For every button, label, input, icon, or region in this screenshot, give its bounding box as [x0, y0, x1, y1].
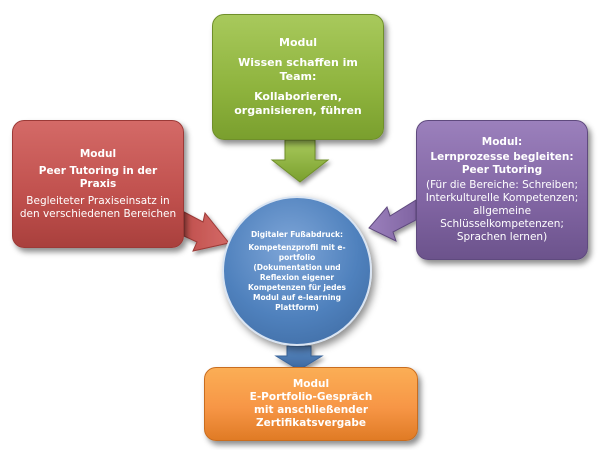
module-team-knowledge: Modul Wissen schaffen im Team: Kollabori…: [212, 14, 384, 140]
module-eportfolio-interview: Modul E-Portfolio-Gespräch mit anschließ…: [204, 367, 418, 441]
center-subtitle: Kompetenzprofil mit e-portfolio: [248, 242, 346, 262]
module-heading: Modul:: [481, 136, 523, 148]
module-title: Lernprozesse begleiten: Peer Tutoring: [430, 151, 574, 176]
module-description: mit anschließender Zertifikatsvergabe: [253, 404, 368, 429]
module-heading: Modul: [279, 36, 317, 49]
module-heading: Modul: [79, 147, 117, 160]
module-description: (Für die Bereiche: Schreiben; Interkultu…: [425, 179, 579, 243]
module-heading: Modul: [292, 378, 330, 390]
arrow-top-to-center: [270, 139, 330, 183]
module-learning-processes: Modul: Lernprozesse begleiten: Peer Tuto…: [416, 120, 588, 260]
arrow-right-to-center: [368, 199, 417, 242]
arrow-left-to-center: [183, 211, 230, 252]
center-digital-footprint: Digitaler Fußabdruck: Kompetenzprofil mi…: [222, 196, 372, 346]
center-title: Digitaler Fußabdruck:: [250, 229, 344, 239]
module-description: Kollaborieren, organisieren, führen: [234, 90, 362, 117]
center-description: (Dokumentation und Reflexion eigener Kom…: [247, 262, 346, 312]
module-peer-tutoring-practice: Modul Peer Tutoring in der Praxis Beglei…: [12, 120, 184, 248]
module-title: Peer Tutoring in der Praxis: [38, 164, 158, 190]
module-title: Wissen schaffen im Team:: [238, 56, 358, 83]
arrow-center-to-bottom: [274, 345, 324, 371]
module-title: E-Portfolio-Gespräch: [249, 391, 373, 403]
module-description: Begleiteter Praxiseinsatz in den verschi…: [19, 194, 177, 220]
